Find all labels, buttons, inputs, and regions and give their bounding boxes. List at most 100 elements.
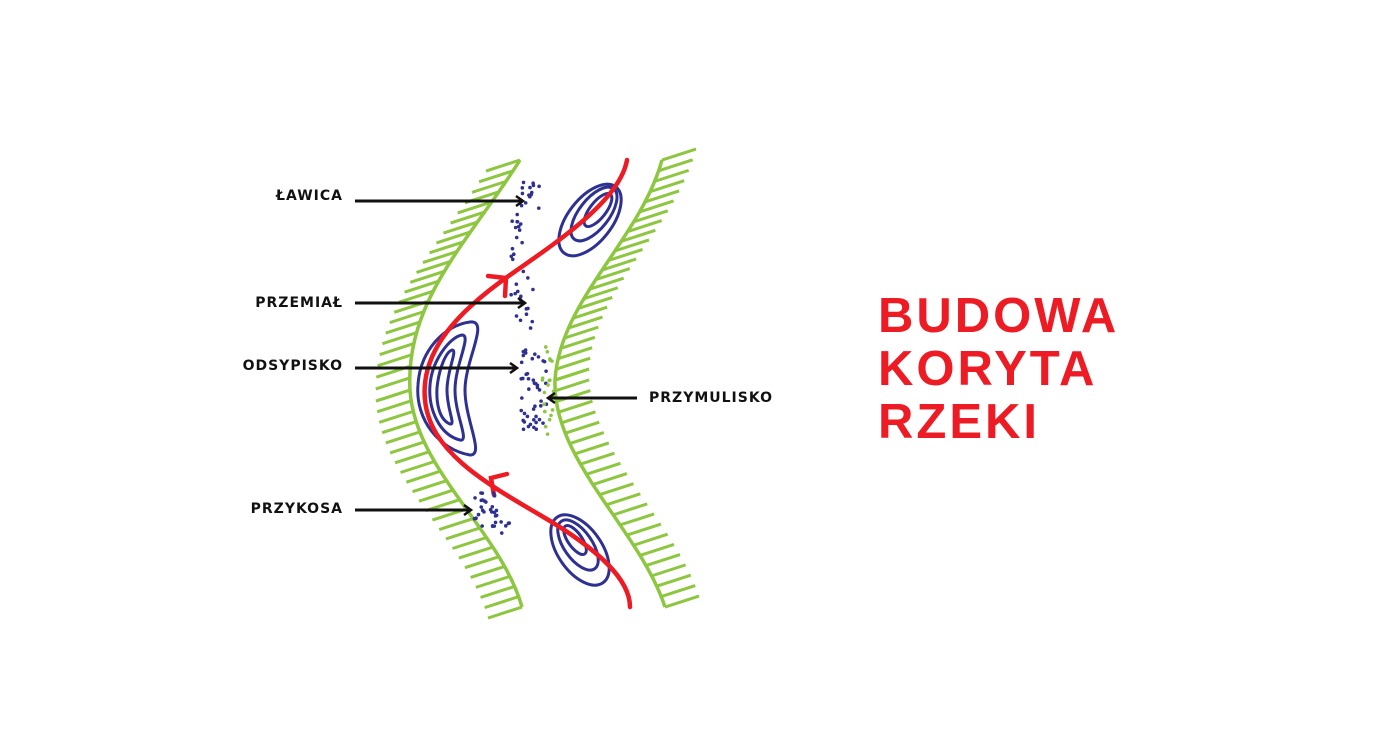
sediment-dot (514, 235, 519, 240)
sediment-dot (538, 404, 543, 408)
sediment-dot (531, 417, 536, 422)
left-bank-line (408, 159, 524, 608)
sediment-dot (542, 409, 547, 414)
sediment-dot (520, 240, 524, 245)
hatch-line (376, 399, 412, 414)
hatch-line (660, 584, 696, 598)
hatch-line (457, 200, 493, 215)
sediment-dot (499, 531, 504, 535)
sediment-dot (542, 402, 547, 406)
hatch-line (418, 488, 454, 503)
sediment-dot (522, 420, 527, 424)
sediment-dot (545, 349, 550, 354)
sediment-dot (531, 287, 535, 292)
sediment-dot (537, 184, 541, 189)
sediment-dot (522, 411, 527, 416)
sediment-dot (533, 381, 538, 386)
sediment-dot (526, 276, 530, 280)
pointer-arrows (355, 201, 637, 510)
hatch-line (412, 479, 447, 494)
hatch-line (654, 168, 690, 183)
hatch-line (475, 574, 511, 589)
sediment-dot (543, 424, 548, 429)
title-line-2: KORYTA (878, 342, 1098, 396)
label-przymulisko: PRZYMULISKO (649, 390, 773, 406)
hatch-line (555, 389, 591, 404)
sediment-dot (530, 319, 535, 324)
hatch-line (554, 378, 590, 393)
hatch-line (375, 388, 411, 403)
sediment-dot (543, 345, 548, 349)
sediment-dot (515, 212, 520, 217)
sediment-dot (519, 203, 524, 208)
sediment-dot (517, 228, 522, 232)
sediment-dot (494, 513, 499, 518)
title-line-1: BUDOWA (878, 289, 1120, 343)
sediment-dot (510, 219, 514, 223)
hatch-line (649, 179, 685, 194)
sediment-dot (525, 414, 530, 419)
hatch-line (554, 367, 590, 382)
sediment-dot (514, 314, 519, 318)
label-przemial: PRZEMIAŁ (255, 295, 343, 311)
title-line-3: RZEKI (878, 395, 1040, 449)
hatch-line (442, 220, 478, 235)
hatch-line (644, 189, 680, 204)
sediment-dot (521, 180, 526, 185)
sediment-dot (535, 385, 540, 390)
sediment-dot (528, 185, 532, 190)
hatch-line (450, 210, 486, 225)
hatch-line (664, 594, 700, 609)
sediment-dot (534, 414, 538, 419)
sediment-dot (521, 427, 526, 432)
hatch-line (435, 230, 471, 245)
sediment-dot (531, 378, 536, 382)
sediment-dot (519, 360, 524, 365)
hatch-line (480, 584, 516, 599)
label-lawica: ŁAWICA (276, 188, 343, 204)
hatch-line (619, 512, 655, 527)
hatch-line (464, 555, 500, 570)
hatch-line (661, 147, 697, 162)
sediment-dot (531, 407, 536, 411)
hatch-line (438, 517, 474, 531)
sediment-dot (509, 254, 514, 259)
sediment-dots (472, 180, 556, 535)
sediment-dot (542, 390, 547, 395)
sediment-dot (544, 369, 548, 373)
sediment-dot (537, 388, 542, 392)
sediment-dot (491, 491, 496, 495)
sediment-dot (550, 359, 554, 363)
sediment-dot (539, 399, 543, 403)
sediment-dot (507, 521, 512, 525)
hatch-line (626, 522, 662, 537)
sediment-dot (479, 505, 484, 509)
hatch-line (577, 296, 613, 310)
sediment-dot (484, 500, 488, 504)
hatch-line (422, 250, 458, 265)
hatch-line (389, 310, 425, 325)
hatch-line (381, 420, 417, 435)
hatch-line (560, 335, 596, 350)
sediment-dot (523, 201, 528, 205)
sediment-dot (521, 353, 526, 358)
sediment-dot (473, 496, 477, 500)
sediment-dot (520, 376, 525, 381)
sediment-dot (546, 383, 550, 387)
hatch-line (579, 451, 615, 466)
sediment-dot (541, 421, 545, 425)
sediment-dot (513, 225, 518, 230)
sediment-dot (537, 417, 542, 422)
hatch-line (583, 286, 619, 301)
hatch-line (595, 267, 631, 281)
sediment-dot (509, 292, 513, 297)
pool-contours-bottom (549, 513, 611, 587)
sediment-dot (523, 348, 528, 352)
hatch-line (445, 526, 481, 541)
hatch-line (409, 269, 445, 284)
hatch-line (572, 305, 608, 320)
sediment-dot (534, 420, 538, 425)
sediment-dot (494, 508, 499, 513)
sediment-dot (516, 224, 521, 229)
sediment-dot (518, 297, 523, 302)
